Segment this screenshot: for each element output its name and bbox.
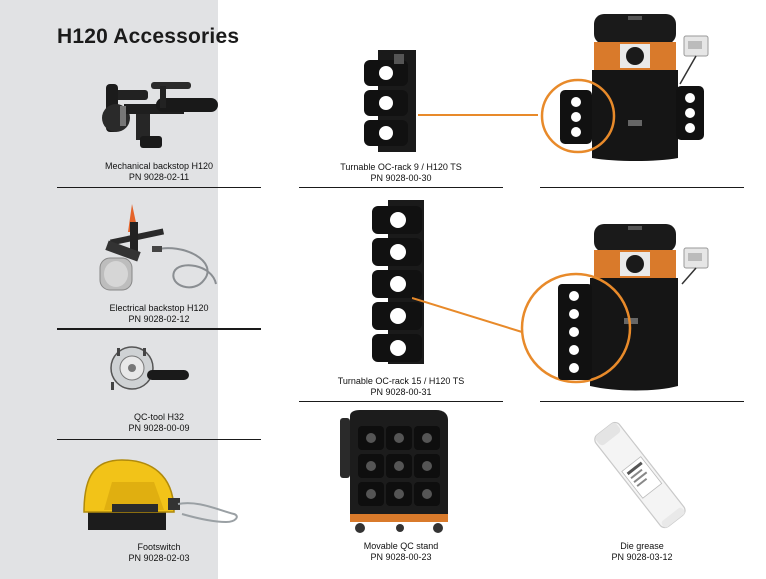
product-number: PN 9028-02-03 [128,553,190,563]
connector-line [418,114,538,116]
die-grease-tube-icon [578,414,708,544]
product-number: PN 9028-00-30 [370,173,432,183]
h120-press-with-rack-9-icon [536,12,716,162]
connector-line [412,297,523,333]
product-number: PN 9028-00-09 [128,423,190,433]
product-number: PN 9028-00-23 [370,552,432,562]
product-number: PN 9028-02-12 [128,314,190,324]
qc-tool-icon [107,346,193,396]
h120-press-with-rack-15-icon [520,222,716,394]
caption-electrical-backstop: Electrical backstop H120 PN 9028-02-12 [57,303,261,325]
product-name: Mechanical backstop H120 [104,161,214,171]
mechanical-backstop-icon [96,78,226,153]
row-divider [57,439,261,440]
caption-turnable-rack-9: Turnable OC-rack 9 / H120 TS PN 9028-00-… [299,162,503,184]
row-divider [540,401,744,402]
electrical-backstop-icon [94,202,224,297]
product-name: Turnable OC-rack 9 / H120 TS [340,162,462,172]
row-divider [57,328,261,330]
product-number: PN 9028-03-12 [611,552,673,562]
row-divider [299,187,503,188]
product-name: Turnable OC-rack 15 / H120 TS [337,376,465,386]
product-name: Electrical backstop H120 [109,303,209,313]
product-number: PN 9028-00-31 [370,387,432,397]
caption-movable-qc-stand: Movable QC stand PN 9028-00-23 [299,541,503,563]
movable-qc-stand-icon [340,410,454,534]
product-name: QC-tool H32 [133,412,185,422]
page-title: H120 Accessories [57,25,240,48]
product-name: Footswitch [137,542,181,552]
caption-qc-tool: QC-tool H32 PN 9028-00-09 [57,412,261,434]
caption-footswitch: Footswitch PN 9028-02-03 [57,542,261,564]
footswitch-icon [78,456,243,536]
turnable-oc-rack-15-icon [368,200,430,366]
product-name: Movable QC stand [363,541,439,551]
row-divider [57,187,261,188]
turnable-oc-rack-9-icon [364,50,420,152]
product-number: PN 9028-02-11 [128,172,190,182]
caption-die-grease: Die grease PN 9028-03-12 [540,541,744,563]
caption-mechanical-backstop: Mechanical backstop H120 PN 9028-02-11 [57,161,261,183]
row-divider [299,401,503,402]
caption-turnable-rack-15: Turnable OC-rack 15 / H120 TS PN 9028-00… [299,376,503,398]
product-name: Die grease [620,541,664,551]
row-divider [540,187,744,188]
